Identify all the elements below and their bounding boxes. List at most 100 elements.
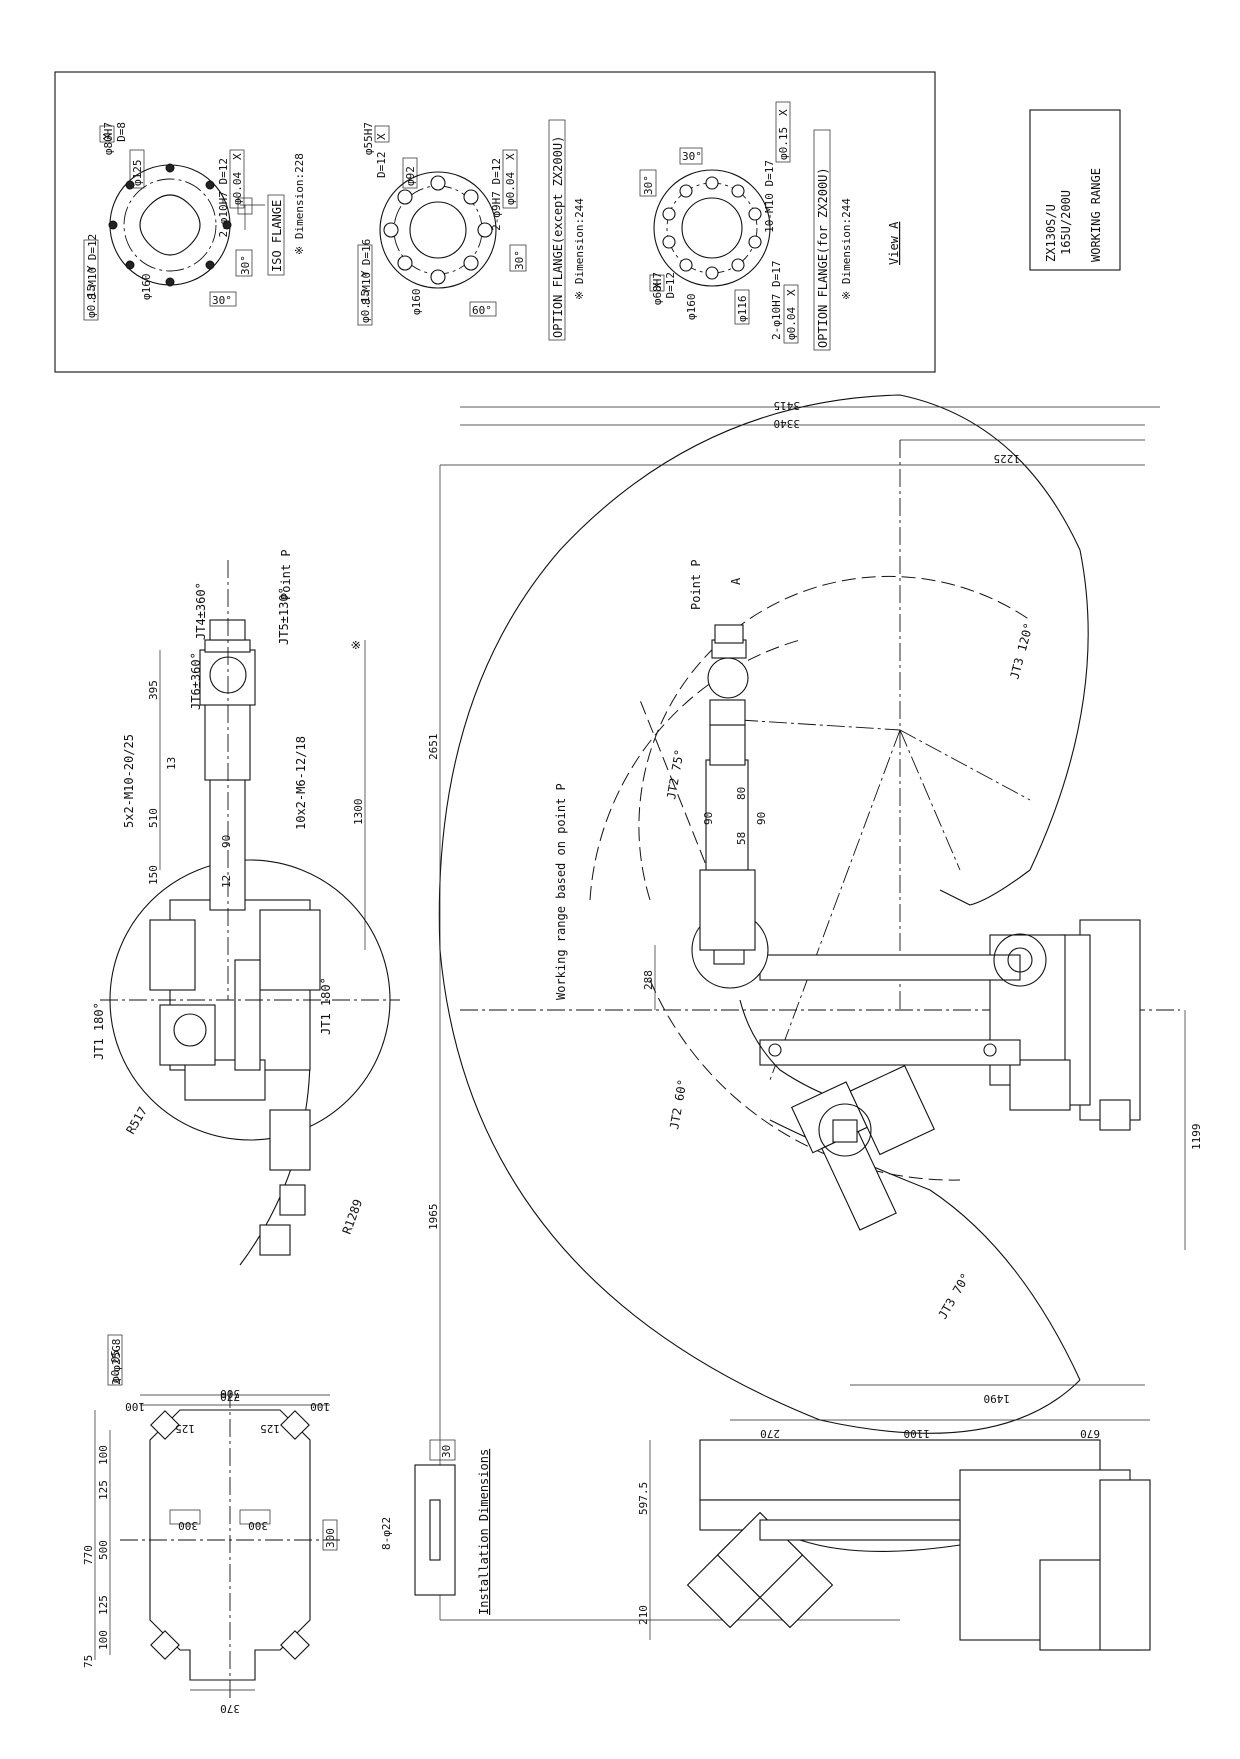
opt2-flange-title: OPTION FLANGE(for ZX200U) xyxy=(816,167,830,348)
top-view: 395 13 510 150 1300 90 12 5x2-M10-20/25 … xyxy=(92,549,400,1266)
inst-label-3: 500 xyxy=(220,1387,240,1400)
inst-label-11: 770 xyxy=(82,1545,95,1565)
side-dim-7: 1490 xyxy=(984,1392,1011,1405)
top-dim-0: 395 xyxy=(147,680,160,700)
inst-label-16: 100 xyxy=(97,1630,110,1650)
top-dim-6: 12 xyxy=(220,875,233,888)
inst-label-10: 300 xyxy=(324,1528,337,1548)
iso-callout-6: 30° xyxy=(212,294,232,307)
side-dim-2: 1225 xyxy=(994,452,1021,465)
opt2-callout-6: φ116 xyxy=(736,296,749,323)
iso-callout-5: φ160 xyxy=(140,274,153,301)
bottom-dim-2: 670 xyxy=(1080,1427,1100,1440)
iso-tol-y0: Y xyxy=(85,265,98,272)
opt1-callout-1: D=12 xyxy=(375,152,388,179)
iso-callout-7: 30° xyxy=(239,255,252,275)
top-label-jt6: JT6±360° xyxy=(189,652,203,710)
top-label-m6: 10x2-M6-12/18 xyxy=(294,736,308,830)
opt2-tol-015: φ0.15 xyxy=(777,127,790,160)
top-label-jt4: JT4±360° xyxy=(194,582,208,640)
top-dim-4: 1300 xyxy=(352,799,365,826)
inst-label-17: 75 xyxy=(82,1655,95,1668)
opt2-callout-3: φ68H7 xyxy=(651,272,664,305)
bottom-dim-3: 597.5 xyxy=(637,1482,650,1515)
title-variant: 165U/200U xyxy=(1059,190,1073,255)
flange-panel-frame xyxy=(54,71,936,373)
opt2-dimension: ※ Dimension:244 xyxy=(840,198,853,300)
side-dim-0: 3415 xyxy=(774,399,801,412)
iso-callout-4: 8-M10 D=12 xyxy=(86,234,99,300)
side-dim-3: 2651 xyxy=(427,734,440,761)
side-dim-6: 1199 xyxy=(1190,1124,1203,1151)
side-view: 3415 3340 1225 2651 288 1965 1199 1490 8… xyxy=(427,394,1203,1621)
opt1-callout-0: φ55H7 xyxy=(362,122,375,155)
bottom-view: 270 1100 670 597.5 210 xyxy=(637,1419,1151,1651)
opt1-flange-title: OPTION FLANGE(except ZX200U) xyxy=(551,136,565,338)
side-dim-4: 288 xyxy=(642,970,655,990)
iso-callout-0: φ80H7 xyxy=(102,122,115,155)
opt2-callout-7: 2-φ10H7 D=17 xyxy=(770,261,783,340)
side-dim-5: 1965 xyxy=(427,1204,440,1231)
side-label-arrow-a: A xyxy=(729,577,743,585)
inst-detail-0: 30 xyxy=(440,1445,453,1458)
top-label-jt1-b: JT1 180° xyxy=(319,977,333,1035)
iso-callout-3: φ125 xyxy=(131,160,144,187)
installation-title: Installation Dimensions xyxy=(477,1449,491,1615)
top-dim-3: 150 xyxy=(147,865,160,885)
iso-callout-2: 2-φ10H7 D=12 xyxy=(217,158,230,237)
opt1-callout-2: 2-φ9H7 D=12 xyxy=(490,158,503,231)
inst-label-15: 125 xyxy=(97,1595,110,1615)
iso-flange: φ80H7 D=8 X φ125 2-φ10H7 D=12 φ0.04 X 8-… xyxy=(83,122,306,321)
view-a-label: View A xyxy=(887,221,901,265)
opt1-tol-x0: X xyxy=(504,153,517,160)
side-label-jt2-fwd: JT2 75° xyxy=(664,748,687,800)
bottom-dim-1: 1100 xyxy=(904,1427,931,1440)
inst-label-12: 100 xyxy=(97,1445,110,1465)
inst-label-6: 100 xyxy=(125,1400,145,1413)
side-label-jt2-back: JT2 60° xyxy=(667,1078,690,1130)
installation-view: 2-φ25G8 φ0.05 770 500 125 125 100 100 30… xyxy=(82,1334,491,1715)
side-label-point-p: Point P xyxy=(689,559,703,610)
top-label-m10: 5x2-M10-20/25 xyxy=(122,734,136,828)
opt1-callout-7: 60° xyxy=(472,304,492,317)
side-dim-10: 58 xyxy=(735,832,748,845)
inst-label-9: 300 xyxy=(248,1519,268,1532)
side-dim-9: 90 xyxy=(702,812,715,825)
title-block: ZX130S/U 165U/200U WORKING RANGE xyxy=(1029,109,1121,271)
opt2-tol-x2: X xyxy=(785,289,798,296)
opt2-callout-0: 10-M10 D=17 xyxy=(763,160,776,233)
opt2-tol-x1: X xyxy=(651,282,664,289)
svg-text:2-φ10H7 D=12: 2-φ10H7 D=12 xyxy=(217,158,230,237)
top-label-point-p: Point P xyxy=(279,549,293,600)
top-label-star: ※ xyxy=(349,640,363,650)
top-label-r1289: R1289 xyxy=(340,1197,366,1236)
opt2-callout-1: 30° xyxy=(682,150,702,163)
iso-tol-015: φ0.15 xyxy=(85,285,98,318)
title-model: ZX130S/U xyxy=(1044,204,1058,262)
opt1-tol-015: φ0.15 xyxy=(359,290,372,323)
top-dim-5: 90 xyxy=(220,835,233,848)
opt1-dimension: ※ Dimension:244 xyxy=(573,198,586,300)
top-label-jt1-a: JT1 180° xyxy=(92,1002,106,1060)
inst-label-7: 100 xyxy=(310,1400,330,1413)
iso-tol-x1: X xyxy=(101,133,114,140)
option-flange-for: 10-M10 D=17 φ0.15 X 30° 30° X φ68H7 D=12… xyxy=(639,101,901,351)
working-range-label: Working range based on point P xyxy=(554,783,568,1000)
svg-text:8-M10 D=12: 8-M10 D=12 xyxy=(86,234,99,300)
opt1-callout-4: 8-M10 D=16 xyxy=(360,239,373,305)
side-label-jt3-up: JT3 120° xyxy=(1007,621,1035,680)
side-dim-8: 80 xyxy=(735,787,748,800)
inst-label-5: 125 xyxy=(260,1422,280,1435)
inst-label-2: 770 xyxy=(220,1390,240,1403)
iso-callout-1: D=8 xyxy=(115,122,128,142)
bottom-dim-4: 210 xyxy=(637,1605,650,1625)
opt2-tol-004: φ0.04 xyxy=(785,307,798,340)
opt1-callout-3: φ92 xyxy=(404,166,417,186)
iso-dimension: ※ Dimension:228 xyxy=(293,153,306,255)
option-flange-except: X φ55H7 D=12 φ92 2-φ9H7 D=12 φ0.04 X 8-M… xyxy=(357,119,586,341)
side-dim-1: 3340 xyxy=(774,417,801,430)
side-dim-11: 90 xyxy=(755,812,768,825)
inst-label-14: 500 xyxy=(97,1540,110,1560)
svg-text:D=8: D=8 xyxy=(115,122,128,142)
svg-text:X: X xyxy=(101,133,114,140)
